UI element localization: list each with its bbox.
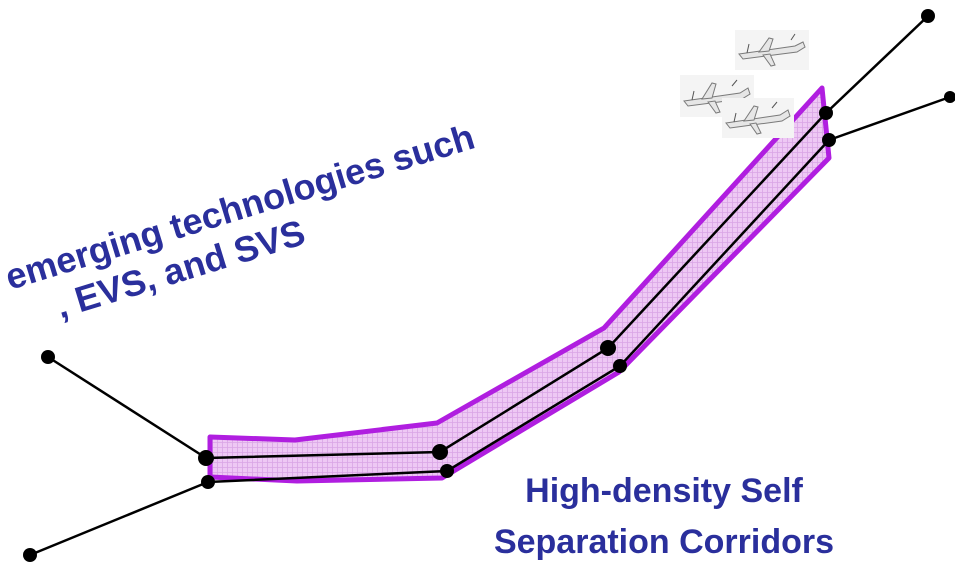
aircraft-icon [735,30,809,70]
waypoint-icon [432,444,448,460]
annotation-text: emerging technologies such , EVS, and SV… [0,116,479,326]
approach-line-lower-right [828,95,951,142]
corridor-route-lower [207,139,830,484]
self-separation-corridor [207,85,832,484]
corridor-label: High-density Self Separation Corridors [494,472,834,561]
waypoint-icon [819,106,833,120]
aircraft-icon [722,98,794,138]
approach-line-upper-right [825,15,929,114]
approach-line-lower-left [29,480,209,557]
approach-line-upper-left [47,355,207,460]
waypoint-icon [201,475,215,489]
aircraft-group [680,30,809,138]
waypoint-icon [921,9,935,23]
waypoint-icon [822,133,836,147]
waypoint-icon [613,359,627,373]
waypoint-icon [600,340,616,356]
waypoint-icon [440,464,454,478]
waypoints [23,9,955,562]
waypoint-icon [23,548,37,562]
waypoint-icon [944,91,955,103]
corridor-label-line-1: High-density Self [525,472,803,510]
corridor-route-upper [205,112,827,460]
waypoint-icon [41,350,55,364]
corridor-label-line-2: Separation Corridors [494,523,834,561]
waypoint-icon [198,450,214,466]
